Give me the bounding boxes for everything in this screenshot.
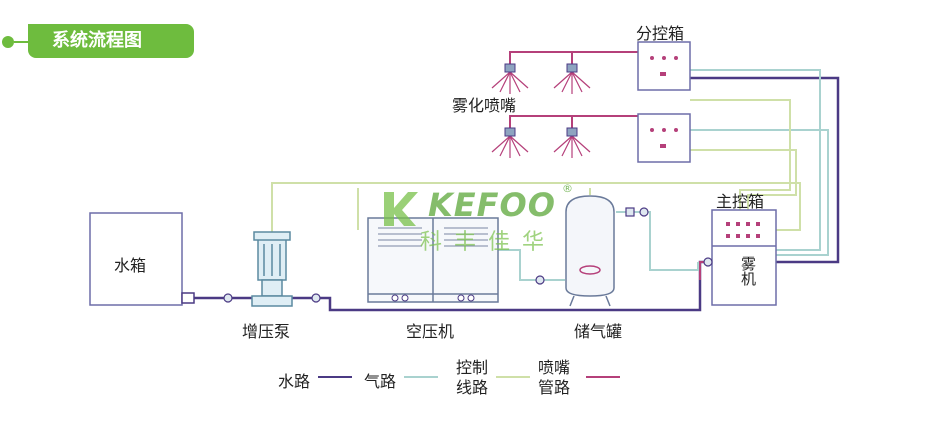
air-pipes xyxy=(498,69,829,281)
title-connector xyxy=(14,41,30,43)
registered-mark: ® xyxy=(562,182,573,195)
air-tank-label: 储气罐 xyxy=(574,322,623,341)
nozzle-spray-group xyxy=(491,71,591,158)
fog-nozzle-label: 雾化喷嘴 xyxy=(452,96,517,115)
air-compressor-shape xyxy=(367,217,499,303)
title-bullet-icon xyxy=(2,36,14,48)
booster-pump-shape xyxy=(251,231,293,307)
legend-nozzle-label: 喷嘴管路 xyxy=(538,358,571,397)
sub-control-box-shape-2 xyxy=(637,113,691,163)
brand-watermark: KEFOO xyxy=(428,186,556,224)
air-compressor-label: 空压机 xyxy=(406,322,455,341)
fog-machine-label: 雾机 xyxy=(739,256,757,286)
legend-control-label: 控制线路 xyxy=(456,358,489,397)
kefoo-logo-icon xyxy=(380,188,420,228)
water-tank-shape xyxy=(89,212,183,306)
water-tank-label: 水箱 xyxy=(114,256,147,275)
legend-water-label: 水路 xyxy=(278,372,311,391)
sub-control-box-label: 分控箱 xyxy=(636,24,685,43)
booster-pump-label: 增压泵 xyxy=(242,322,291,341)
main-control-box-label: 主控箱 xyxy=(716,192,765,211)
brand-cn-watermark: 科丰佳华 xyxy=(420,230,557,255)
air-tank-shape xyxy=(565,195,615,307)
main-control-box-shape xyxy=(711,209,777,306)
control-lines xyxy=(271,99,801,298)
legend-air-label: 气路 xyxy=(364,372,397,391)
page-title: 系统流程图 xyxy=(28,24,194,58)
sub-control-box-shape-1 xyxy=(637,41,691,91)
